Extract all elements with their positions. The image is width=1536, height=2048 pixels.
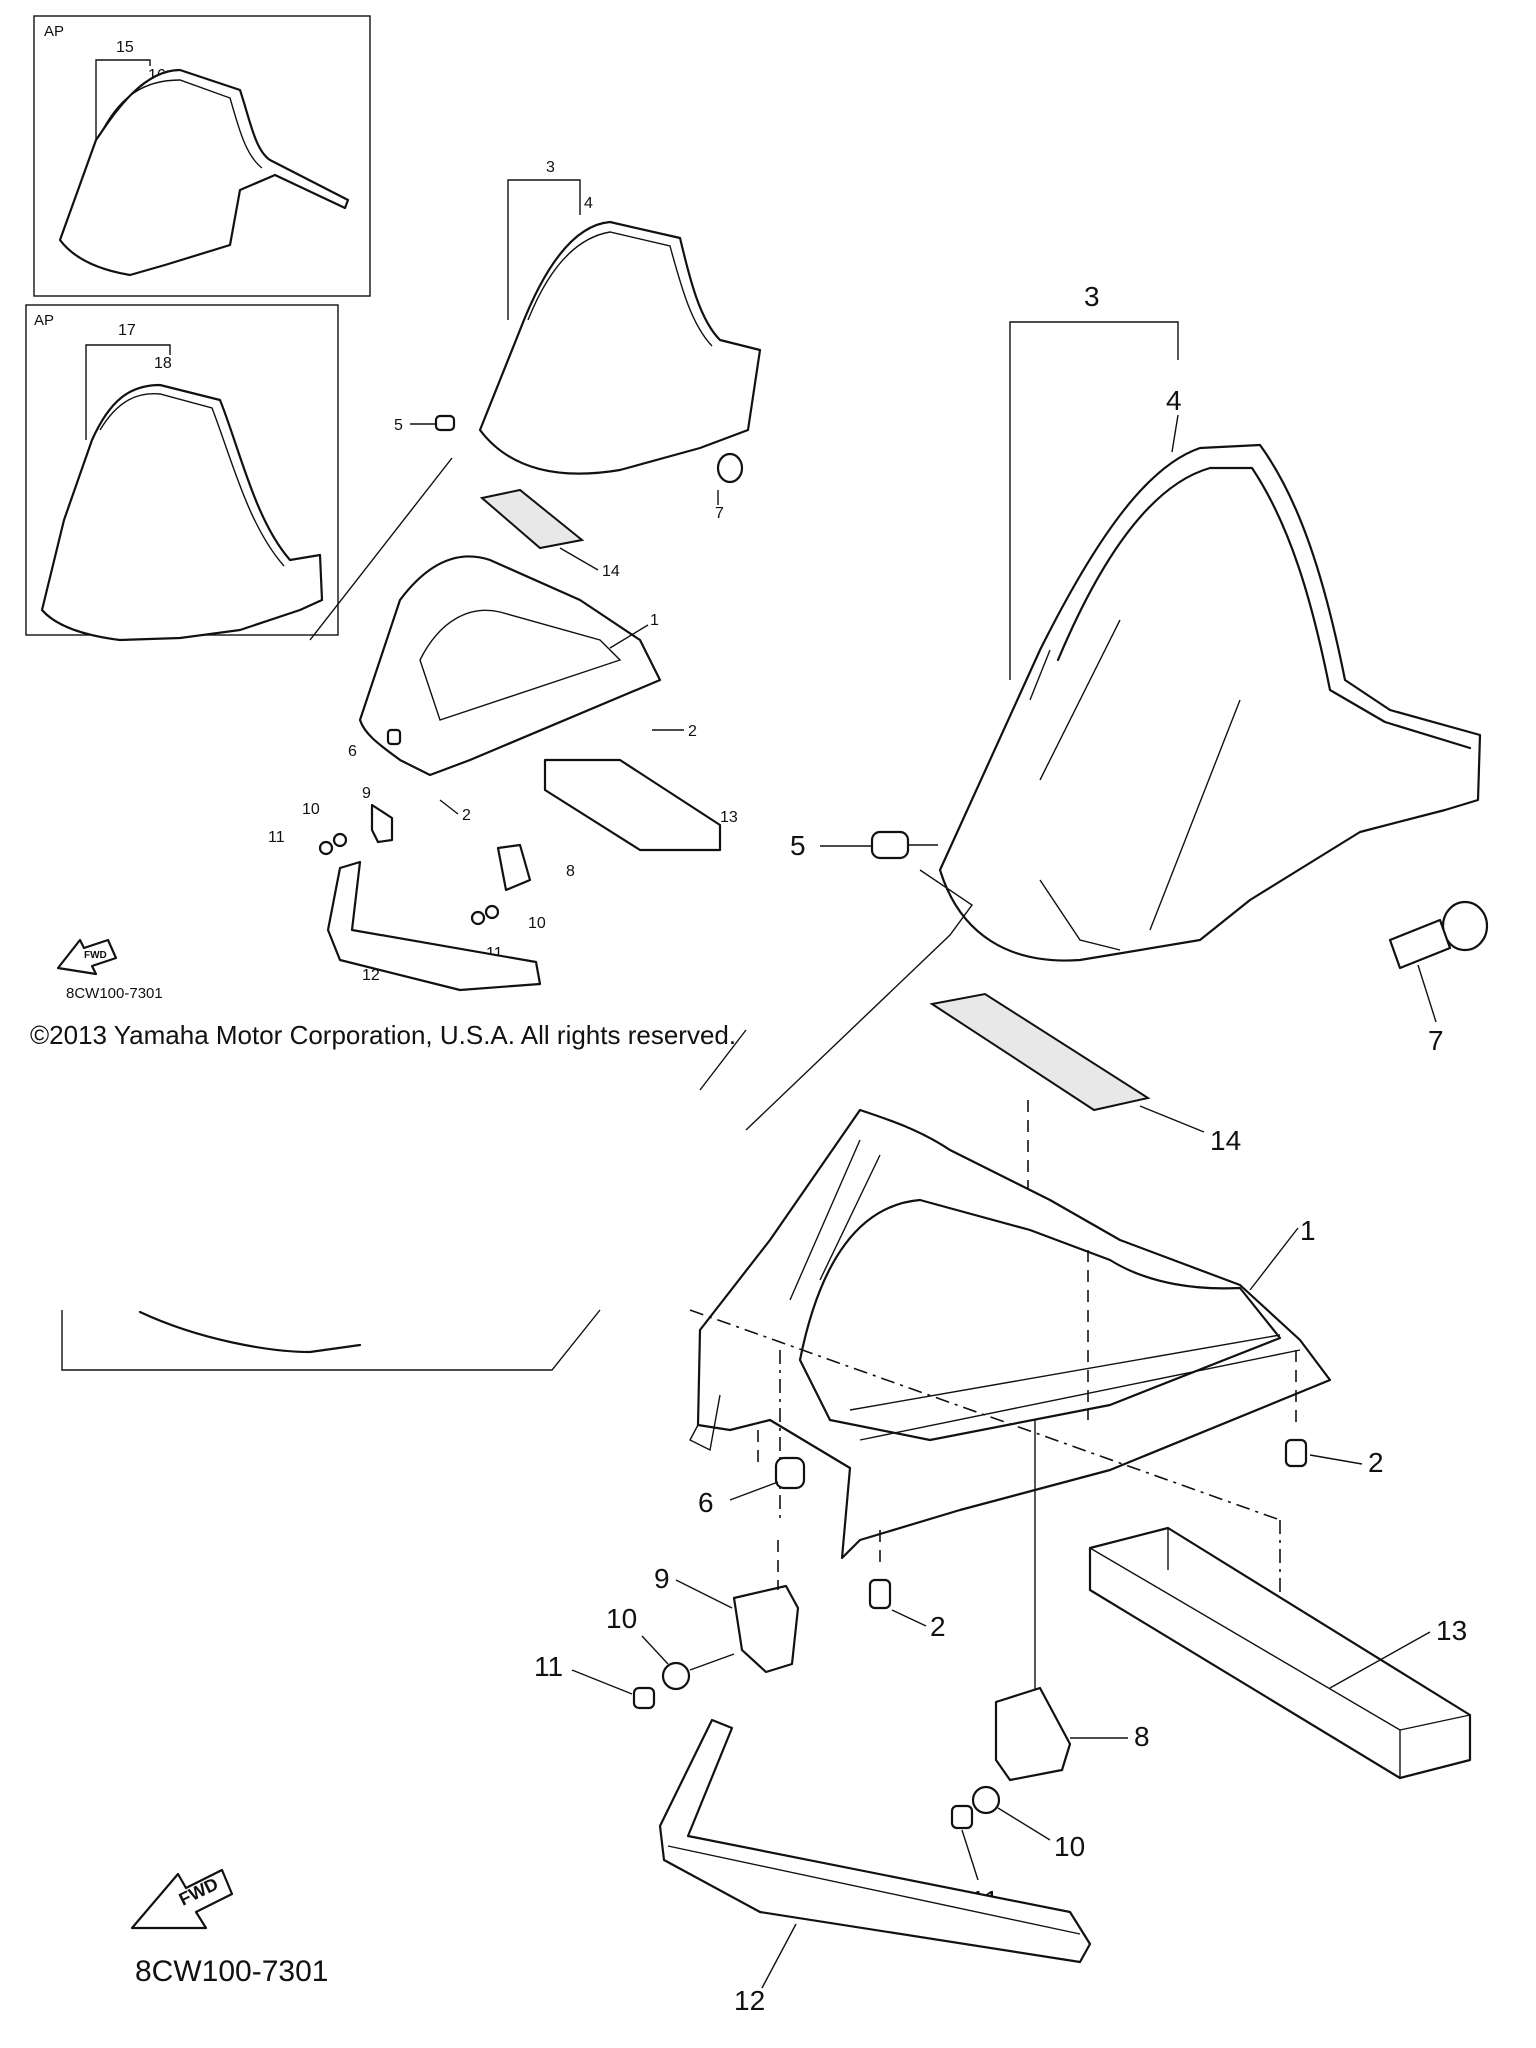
- callout-7-small: 7: [715, 505, 724, 522]
- callout-3-large: 3: [1084, 281, 1100, 312]
- callout-6-large: 6: [698, 1487, 714, 1518]
- callout-11-small: 11: [268, 829, 285, 846]
- callout-3-small: 3: [546, 159, 555, 176]
- copyright-notice: ©2013 Yamaha Motor Corporation, U.S.A. A…: [30, 1020, 737, 1050]
- callout-2b-small: 2: [462, 807, 471, 824]
- bolt-2-center: [868, 1530, 892, 1610]
- callout-14-large: 14: [1210, 1125, 1241, 1156]
- callout-5-large: 5: [790, 830, 806, 861]
- callout-13-large: 13: [1436, 1615, 1467, 1646]
- detail-diagram: 3 4 5 7 14 1: [61, 281, 1489, 2016]
- hood-1: [696, 1108, 1332, 1560]
- callout-10a-large: 10: [606, 1603, 637, 1634]
- callout-13-small: 13: [720, 809, 738, 826]
- pad-14: [929, 992, 1151, 1112]
- callout-1-large: 1: [1300, 1215, 1316, 1246]
- callout-7-large: 7: [1428, 1025, 1444, 1056]
- callout-18: 18: [154, 355, 172, 372]
- callout-12-large: 12: [734, 1985, 765, 2016]
- windshield: [938, 443, 1482, 962]
- callout-2a-small: 2: [688, 723, 697, 740]
- callout-2a-large: 2: [1368, 1447, 1384, 1478]
- callout-10b-large: 10: [1054, 1831, 1085, 1862]
- callout-9-small: 9: [362, 785, 371, 802]
- inset-ap-windshield-15: AP 15 16: [33, 15, 371, 297]
- fwd-text-small: FWD: [84, 950, 107, 961]
- callout-4-small: 4: [584, 195, 593, 212]
- callout-15: 15: [116, 39, 134, 56]
- bracket-9: [732, 1584, 800, 1674]
- inset-tag-2: AP: [34, 312, 54, 329]
- inset-tag: AP: [44, 23, 64, 40]
- callout-6-small: 6: [348, 743, 357, 760]
- bolt-2-right: [1284, 1350, 1308, 1468]
- diagram-code-small: 8CW100-7301: [66, 985, 163, 1002]
- callout-10-small: 10: [302, 801, 320, 818]
- callout-11a-large: 11: [534, 1651, 563, 1682]
- callout-12-small: 12: [362, 967, 380, 984]
- inset-ap-windshield-17: AP 17 18: [25, 304, 339, 642]
- fwd-arrow-small-icon: FWD: [56, 938, 118, 976]
- callout-1-small: 1: [650, 612, 659, 629]
- callout-5-small: 5: [394, 417, 403, 434]
- callout-8-large: 8: [1134, 1721, 1150, 1752]
- fwd-arrow-large-icon: FWD: [130, 1868, 234, 1930]
- callout-14-small: 14: [602, 563, 620, 580]
- callout-2b-large: 2: [930, 1611, 946, 1642]
- callout-9-large: 9: [654, 1563, 670, 1594]
- bracket-8: [994, 1686, 1072, 1782]
- callout-8-small: 8: [566, 863, 575, 880]
- overview-diagram: 3 4 5 7 14 1 2 2 6 9 10 11: [56, 159, 762, 992]
- callout-10b-small: 10: [528, 915, 546, 932]
- bumper-12: [658, 1718, 1092, 1964]
- callout-17: 17: [118, 322, 136, 339]
- diagram-code-large: 8CW100-7301: [135, 1955, 329, 1988]
- callout-4-large: 4: [1166, 385, 1182, 416]
